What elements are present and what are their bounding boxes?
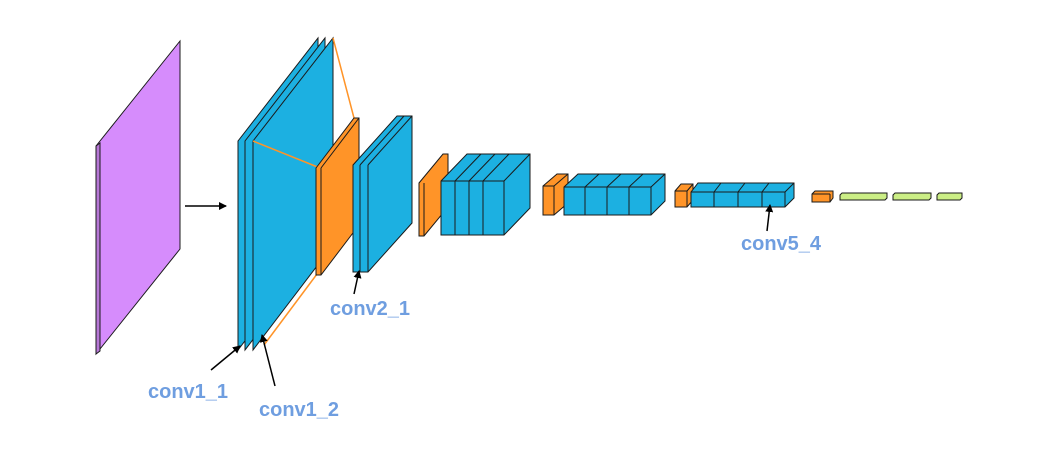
conv5-4-arrow (765, 204, 774, 232)
label-arrows (210, 204, 774, 387)
conv2-1-arrow (353, 270, 362, 295)
pool4-layer (674, 183, 694, 208)
conv3-slab (440, 153, 531, 236)
conv3-block (440, 153, 531, 236)
pool5-layer (811, 190, 834, 203)
conv5-edge (737, 182, 746, 193)
fc3-layer (936, 192, 963, 201)
fc-layers (839, 192, 963, 201)
conv5-edge (784, 182, 795, 193)
pool3-edge (553, 173, 569, 187)
projection-line (263, 269, 321, 346)
conv2-block (352, 115, 413, 273)
fc2-layer (892, 192, 932, 201)
input-edge (95, 142, 101, 355)
conv1-2-label: conv1_2 (259, 399, 339, 421)
conv3-edge (503, 153, 531, 182)
projection-line (252, 140, 321, 169)
conv3-edge (468, 153, 496, 182)
projection-lines (252, 37, 355, 346)
input-front (95, 39, 181, 356)
projection-line (332, 37, 355, 119)
conv5-edge (713, 182, 722, 193)
conv5-4-label: conv5_4 (741, 233, 822, 255)
pool1-edge (320, 117, 360, 169)
conv4-edge (584, 173, 600, 188)
conv5-block (690, 182, 795, 208)
conv2-edge (359, 115, 405, 166)
conv2-1-label: conv2_1 (330, 298, 410, 320)
conv3-edge (482, 153, 510, 182)
input-image-layer (95, 39, 181, 356)
conv4-edge (628, 173, 644, 188)
conv3-edge (454, 153, 482, 182)
conv5-edge (761, 182, 770, 193)
conv1-2-arrow (259, 334, 276, 387)
conv4-edge (650, 173, 666, 188)
conv4-edge (606, 173, 622, 188)
conv2-edge (367, 115, 413, 166)
fc1-layer (839, 192, 888, 201)
conv1-1-arrow (210, 345, 241, 371)
conv1-1-label: conv1_1 (148, 381, 228, 403)
pool4-edge (686, 183, 694, 192)
conv4-block (563, 173, 666, 216)
conv4-slab (563, 173, 666, 216)
